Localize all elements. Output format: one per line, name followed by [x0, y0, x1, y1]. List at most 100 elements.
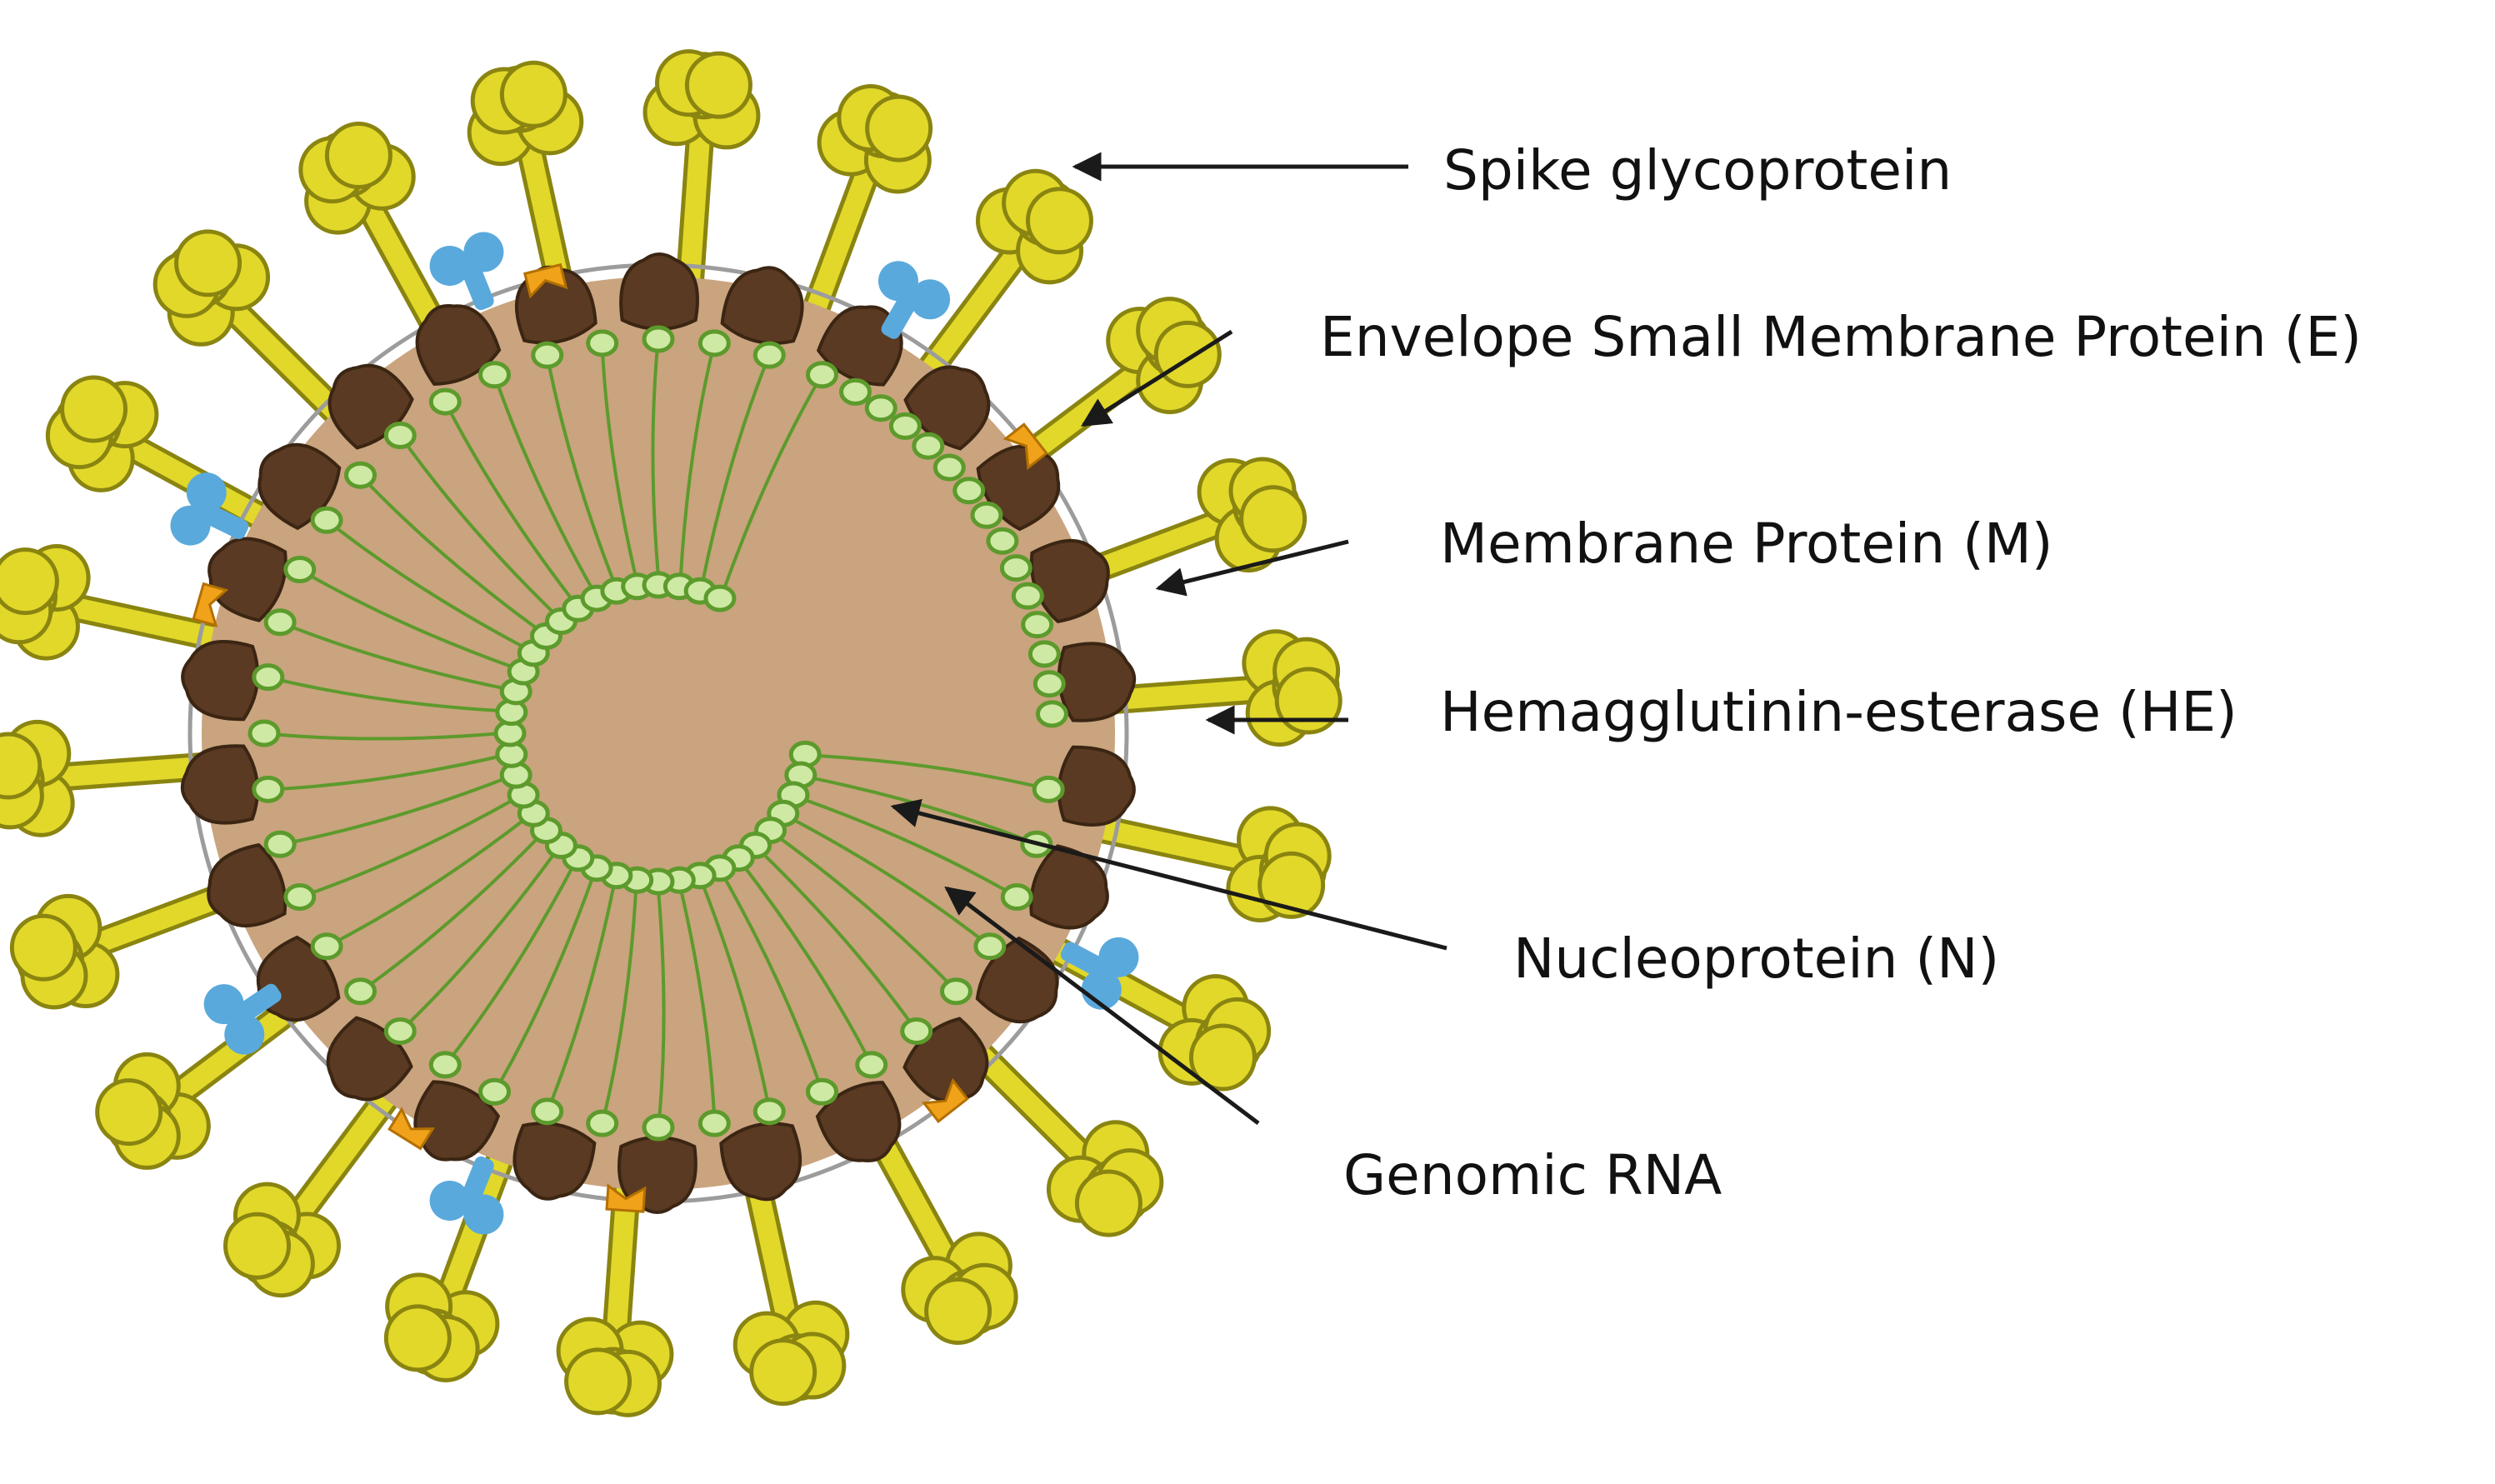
nucleoprotein-bead: [531, 341, 564, 369]
nucleoprotein-bead: [310, 506, 343, 534]
nucleoprotein-bead: [952, 477, 986, 505]
label-hemagglutinin-esterase: Hemagglutinin-esterase (HE): [1440, 680, 2238, 744]
rna-strand: [442, 399, 575, 603]
hemagglutinin-esterase: [203, 983, 282, 1055]
nucleoprotein-bead: [310, 932, 343, 961]
arrow-envelope: [1081, 329, 1233, 427]
rna-strand: [266, 753, 504, 792]
nucleoprotein-bead: [752, 341, 786, 369]
nucleoprotein-bead: [344, 977, 378, 1006]
rna-strand: [442, 864, 576, 1067]
nucleoprotein-bead: [999, 554, 1032, 582]
nucleoprotein-bead: [805, 361, 838, 389]
spike-glycoprotein: [912, 168, 1093, 388]
nucleoprotein-bead: [805, 1077, 838, 1106]
envelope-protein: [605, 1183, 647, 1213]
label-spike-glycoprotein: Spike glycoprotein: [1443, 138, 1952, 202]
rna-strand: [742, 863, 874, 1067]
nucleoprotein-bead: [586, 329, 619, 357]
membrane-protein: [180, 744, 260, 825]
nucleoprotein-bead: [1021, 611, 1054, 639]
hemagglutinin-esterase-proteins: [170, 232, 1139, 1235]
nucleoprotein-bead: [698, 1109, 731, 1137]
nucleoprotein-bead: [986, 527, 1019, 555]
spike-glycoprotein: [298, 121, 458, 355]
rna-strand: [278, 776, 509, 847]
spike-glycoprotein: [0, 719, 226, 837]
rna-strand: [324, 817, 528, 949]
nucleoprotein-bead: [383, 1017, 417, 1045]
rna-strand: [358, 834, 542, 994]
nucleoprotein-bead: [344, 461, 378, 489]
nucleoprotein-bead: [252, 663, 285, 692]
envelope-protein: [522, 262, 568, 299]
membrane-protein: [207, 842, 288, 928]
rna-strand: [657, 889, 666, 1130]
nucleoprotein-bead: [839, 377, 872, 406]
label-nucleoprotein: Nucleoprotein (N): [1513, 927, 2000, 991]
membrane-protein: [619, 252, 699, 331]
nucleoprotein-bead: [888, 412, 922, 440]
nucleoprotein-bead: [478, 361, 512, 389]
spike-glycoprotein: [9, 876, 253, 1010]
rna-strand: [678, 887, 717, 1126]
arrow-genomic-rna: [944, 886, 1260, 1125]
label-membrane-protein: Membrane Protein (M): [1440, 512, 2053, 576]
rna-strand: [324, 517, 528, 651]
rna-strand: [492, 875, 595, 1095]
spike-glycoprotein: [962, 1035, 1164, 1237]
nucleoprotein-bead: [912, 432, 945, 460]
envelope-proteins: [192, 262, 1048, 1213]
hemagglutinin-esterase: [429, 232, 504, 311]
nucleoprotein-bead: [900, 1017, 933, 1045]
rna-strand: [722, 875, 825, 1094]
arrow-membrane: [1155, 539, 1349, 597]
spike-glycoprotein: [1091, 629, 1342, 747]
rna-strand: [812, 753, 1051, 792]
rna-strand: [701, 352, 772, 584]
envelope-protein: [1002, 422, 1048, 471]
spike-glycoprotein: [95, 988, 314, 1170]
nucleoprotein-bead: [970, 501, 1003, 529]
hemagglutinin-esterase: [429, 1156, 504, 1235]
rna-strand: [492, 372, 595, 592]
rna-strand: [545, 882, 616, 1114]
nucleoprotein-bead: [531, 1097, 564, 1126]
spike-glycoprotein: [556, 1166, 674, 1417]
membrane-protein: [719, 1122, 802, 1202]
virion-body: [188, 262, 1129, 1204]
nucleoprotein-bead: [586, 1109, 619, 1137]
rna-strand: [600, 887, 638, 1126]
rna-strand: [775, 834, 959, 994]
rna-strand: [398, 850, 558, 1034]
spike-glycoprotein: [0, 543, 235, 661]
spike-glycoprotein: [45, 375, 279, 533]
nucleoprotein-bead: [263, 830, 297, 858]
rna-strand: [262, 732, 502, 741]
nucleoprotein-bead: [855, 1051, 888, 1079]
nucleoprotein-bead: [698, 329, 731, 357]
rna-strand: [298, 797, 517, 900]
spike-glycoprotein: [859, 1112, 1018, 1346]
spike-glycoprotein: [1002, 297, 1222, 478]
rna-strand: [808, 776, 1039, 847]
hemagglutinin-esterase: [170, 472, 249, 546]
nucleoprotein-bead: [1000, 882, 1033, 911]
nucleoprotein-bead: [1035, 700, 1068, 728]
rna-strand: [358, 472, 542, 632]
spike-glycoprotein: [1063, 457, 1308, 591]
rna-strand: [297, 567, 517, 670]
nucleoprotein-bead: [642, 325, 675, 353]
nucleoprotein-bead: [383, 422, 417, 450]
rna-strand: [759, 850, 919, 1034]
spike-glycoprotein: [1082, 806, 1332, 923]
rna-strand: [678, 341, 717, 579]
rna-strand: [278, 620, 509, 691]
nucleoprotein-bead: [939, 977, 972, 1006]
nucleoprotein-bead: [283, 882, 317, 911]
nucleoprotein-bead: [248, 719, 281, 747]
nucleoprotein-bead: [428, 387, 462, 416]
envelope-protein: [388, 1107, 436, 1151]
genomic-rna: [262, 337, 1051, 1130]
